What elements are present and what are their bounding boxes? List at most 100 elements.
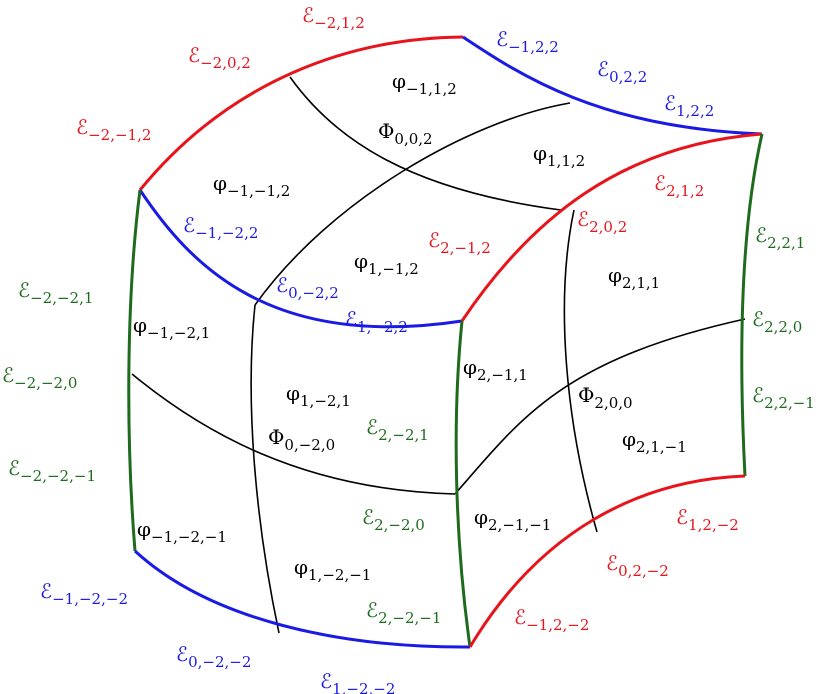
edge-label-e-m2-m1-2: ℰ−2,−1,2 bbox=[76, 115, 151, 144]
edge-subscript: −1,2,2 bbox=[508, 38, 559, 56]
face-symbol: Φ bbox=[268, 425, 284, 449]
edge-subscript: −2,1,2 bbox=[314, 14, 365, 32]
edge-label-e-m1-m2-2: ℰ−1,−2,2 bbox=[183, 213, 258, 242]
edge-symbol: ℰ bbox=[302, 3, 314, 27]
grid-curve bbox=[131, 373, 456, 495]
edge-subscript: 2,1,2 bbox=[666, 182, 704, 200]
edge-subscript: 0,2,−2 bbox=[618, 562, 669, 580]
outline-edges bbox=[127, 35, 764, 649]
edge-symbol: ℰ bbox=[606, 551, 618, 575]
edge-label-e-m2-m2-1: ℰ−2,−2,1 bbox=[18, 278, 93, 307]
edge-label-e-2-0-2: ℰ2,0,2 bbox=[577, 207, 627, 236]
edge-right-vertical bbox=[740, 133, 764, 477]
edge-label-e-m1-2-2: ℰ−1,2,2 bbox=[496, 27, 559, 56]
grid-curve bbox=[454, 318, 746, 495]
edge-symbol: ℰ bbox=[752, 307, 764, 331]
face-symbol: φ bbox=[133, 313, 147, 337]
face-label-f-m1-1-2: φ−1,1,2 bbox=[392, 69, 457, 98]
face-symbol: φ bbox=[213, 171, 227, 195]
edge-symbol: ℰ bbox=[514, 605, 526, 629]
face-symbol: φ bbox=[294, 555, 308, 579]
edge-label-e-0-m2-m2: ℰ0,−2,−2 bbox=[176, 642, 251, 671]
edge-symbol: ℰ bbox=[276, 273, 288, 297]
face-subscript: 2,−1,1 bbox=[477, 366, 528, 384]
edge-subscript: 2,2,−1 bbox=[764, 394, 815, 412]
edge-bottom-right bbox=[468, 474, 746, 648]
edge-subscript: 2,−2,0 bbox=[374, 516, 425, 534]
face-subscript: −1,−2,−1 bbox=[151, 528, 227, 546]
edge-symbol: ℰ bbox=[755, 223, 767, 247]
edge-left-vertical bbox=[127, 189, 142, 552]
edge-symbol: ℰ bbox=[752, 383, 764, 407]
edge-symbol: ℰ bbox=[18, 278, 30, 302]
face-label-f-1-m1-2: φ1,−1,2 bbox=[354, 249, 419, 278]
edge-symbol: ℰ bbox=[76, 115, 88, 139]
edge-label-e-2-2-1: ℰ2,2,1 bbox=[755, 223, 805, 252]
edge-top-right bbox=[462, 35, 763, 136]
face-symbol: φ bbox=[608, 263, 622, 287]
edge-subscript: 0,−2,−2 bbox=[188, 653, 251, 671]
edge-symbol: ℰ bbox=[597, 57, 609, 81]
edge-symbol: ℰ bbox=[8, 456, 20, 480]
edge-label-e-1-m2-2: ℰ1,−2,2 bbox=[345, 307, 408, 336]
edge-symbol: ℰ bbox=[183, 213, 195, 237]
edge-symbol: ℰ bbox=[654, 171, 666, 195]
edge-subscript: −2,−2,0 bbox=[14, 374, 77, 392]
interior-grid bbox=[131, 76, 746, 634]
edge-symbol: ℰ bbox=[345, 307, 357, 331]
edge-label-e-m2-0-2: ℰ−2,0,2 bbox=[188, 43, 251, 72]
face-subscript: 2,1,1 bbox=[622, 274, 660, 292]
edge-subscript: 0,2,2 bbox=[609, 68, 647, 86]
edge-top-right-front bbox=[460, 132, 763, 322]
face-label-f-1-m2-1: φ1,−2,1 bbox=[286, 381, 351, 410]
face-label-f-2-m1-1: φ2,−1,1 bbox=[463, 355, 528, 384]
edge-subscript: −2,−2,1 bbox=[30, 289, 93, 307]
face-label-f-1-1-2: φ1,1,2 bbox=[533, 141, 585, 170]
edge-label-e-1-2-2: ℰ1,2,2 bbox=[664, 91, 714, 120]
face-symbol: φ bbox=[137, 517, 151, 541]
face-symbol: φ bbox=[474, 505, 488, 529]
face-subscript: 2,0,0 bbox=[594, 394, 632, 412]
labels: ℰ−2,1,2ℰ−2,0,2ℰ−2,−1,2ℰ−1,2,2ℰ0,2,2ℰ1,2,… bbox=[2, 3, 815, 694]
edge-symbol: ℰ bbox=[2, 363, 14, 387]
edge-label-e-m1-2-m2: ℰ−1,2,−2 bbox=[514, 605, 589, 634]
grid-curve bbox=[289, 76, 562, 211]
face-subscript: 2,−1,−1 bbox=[488, 516, 551, 534]
face-label-f-m1-m2-m1: φ−1,−2,−1 bbox=[137, 517, 227, 546]
edge-subscript: −2,0,2 bbox=[200, 54, 251, 72]
face-subscript: 1,−1,2 bbox=[368, 260, 419, 278]
face-label-F-2-0-0: Φ2,0,0 bbox=[578, 383, 633, 412]
edge-symbol: ℰ bbox=[676, 505, 688, 529]
edge-subscript: 2,−2,1 bbox=[378, 426, 429, 444]
edge-subscript: 1,−2,2 bbox=[357, 318, 408, 336]
edge-top-front bbox=[138, 189, 463, 329]
edge-symbol: ℰ bbox=[188, 43, 200, 67]
edge-symbol: ℰ bbox=[320, 669, 332, 693]
edge-subscript: 2,2,1 bbox=[767, 234, 805, 252]
face-subscript: −1,−1,2 bbox=[227, 182, 290, 200]
face-symbol: φ bbox=[533, 141, 547, 165]
edge-bottom-front bbox=[133, 549, 471, 649]
grid-curve bbox=[254, 102, 571, 306]
face-label-f-2-1-1: φ2,1,1 bbox=[608, 263, 660, 292]
edge-subscript: −2,−2,−1 bbox=[20, 467, 96, 485]
face-subscript: 0,0,2 bbox=[394, 130, 432, 148]
face-subscript: −1,−2,1 bbox=[147, 324, 210, 342]
edge-subscript: 2,−1,2 bbox=[440, 239, 491, 257]
edge-subscript: 1,2,−2 bbox=[688, 516, 739, 534]
edge-subscript: −1,−2,2 bbox=[195, 224, 258, 242]
edge-symbol: ℰ bbox=[664, 91, 676, 115]
edge-label-e-m2-1-2: ℰ−2,1,2 bbox=[302, 3, 365, 32]
edge-subscript: 1,2,2 bbox=[676, 102, 714, 120]
edge-front-vertical bbox=[454, 320, 472, 648]
face-symbol: φ bbox=[286, 381, 300, 405]
face-label-f-m1-m2-1: φ−1,−2,1 bbox=[133, 313, 210, 342]
face-symbol: φ bbox=[392, 69, 406, 93]
edge-label-e-2-m2-0: ℰ2,−2,0 bbox=[362, 505, 425, 534]
face-symbol: φ bbox=[622, 427, 636, 451]
edge-subscript: 2,2,0 bbox=[764, 318, 802, 336]
face-label-f-2-m1-m1: φ2,−1,−1 bbox=[474, 505, 551, 534]
face-symbol: φ bbox=[354, 249, 368, 273]
edge-subscript: 0,−2,2 bbox=[288, 284, 339, 302]
grid-curve bbox=[250, 304, 280, 634]
